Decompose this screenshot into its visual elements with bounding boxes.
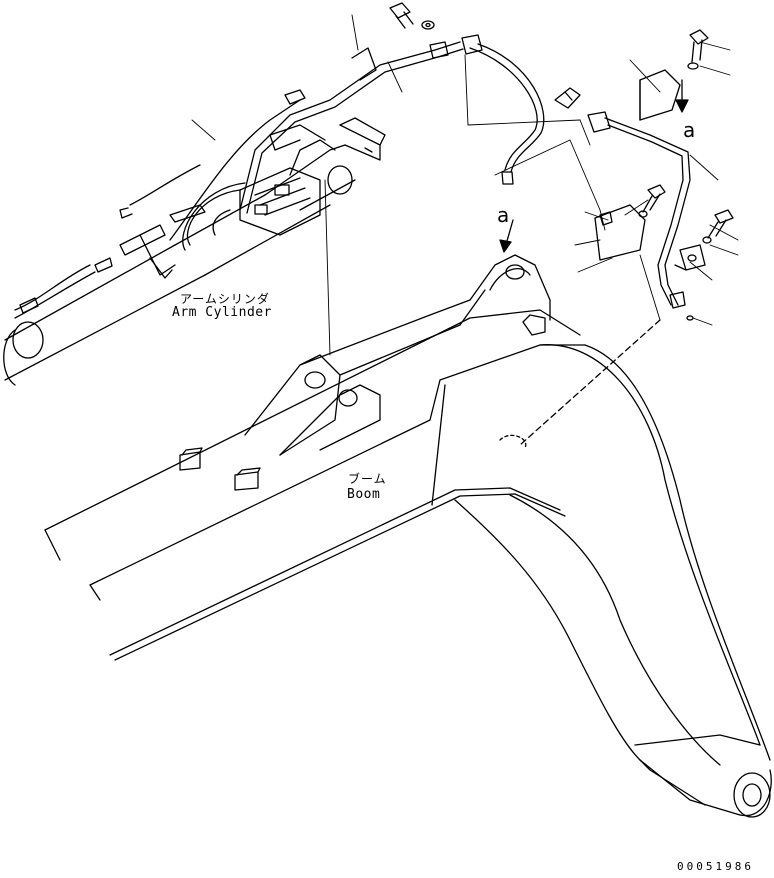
- grease-pipe: [119, 34, 581, 241]
- detail-marker-a-bottom: a: [497, 203, 510, 227]
- boom-label-jp: ブーム: [348, 472, 387, 486]
- arm-cylinder-label-jp: アームシリンダ: [180, 292, 270, 306]
- bolt-top: [389, 2, 435, 30]
- pipe-bracket-assembly: [587, 29, 734, 321]
- boom-label-en: Boom: [347, 487, 381, 502]
- leader-lines: [191, 14, 739, 356]
- arm-cylinder-label-en: Arm Cylinder: [172, 305, 272, 320]
- detail-marker-a-top: a: [683, 118, 696, 142]
- arm-cylinder: [3, 117, 386, 386]
- document-number: 00051986: [677, 860, 754, 873]
- boom: [44, 254, 772, 818]
- detail-arrows: [499, 79, 689, 253]
